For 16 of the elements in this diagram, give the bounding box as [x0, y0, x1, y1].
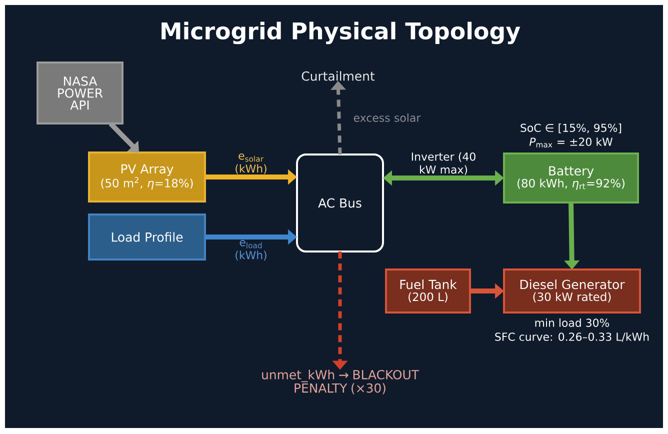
process-box: Diesel Generator (30 kW rated) [503, 268, 641, 314]
edge-label: excess solar [354, 113, 421, 122]
process-box: Fuel Tank (200 L) [385, 268, 471, 314]
bus-box: AC Bus [296, 154, 384, 252]
process-box: Load Profile [88, 214, 206, 260]
annotation-text: SoC ∈ [15%, 95%] P$_{max}$ = ±20 kW [520, 124, 622, 148]
edge-label: Inverter (40 kW max) [412, 152, 476, 175]
source-box: NASA POWER API [36, 62, 124, 124]
node-text: Curtailment [302, 71, 375, 81]
process-box: Battery (80 kWh, η$_{rt}$=92%) [503, 152, 639, 204]
edge-label: e$_{load}$ (kWh) [236, 240, 266, 260]
process-box: PV Array (50 m$^{2}$, η=18%) [88, 152, 206, 202]
node-text: unmet_kWh → BLACKOUT PENALTY (×30) [262, 370, 420, 394]
annotation-text: min load 30% SFC curve: 0.26–0.33 L/kWh [495, 318, 649, 342]
edge-label: e$_{solar}$ (kWh) [236, 153, 266, 174]
title: Microgrid Physical Topology [162, 22, 520, 44]
